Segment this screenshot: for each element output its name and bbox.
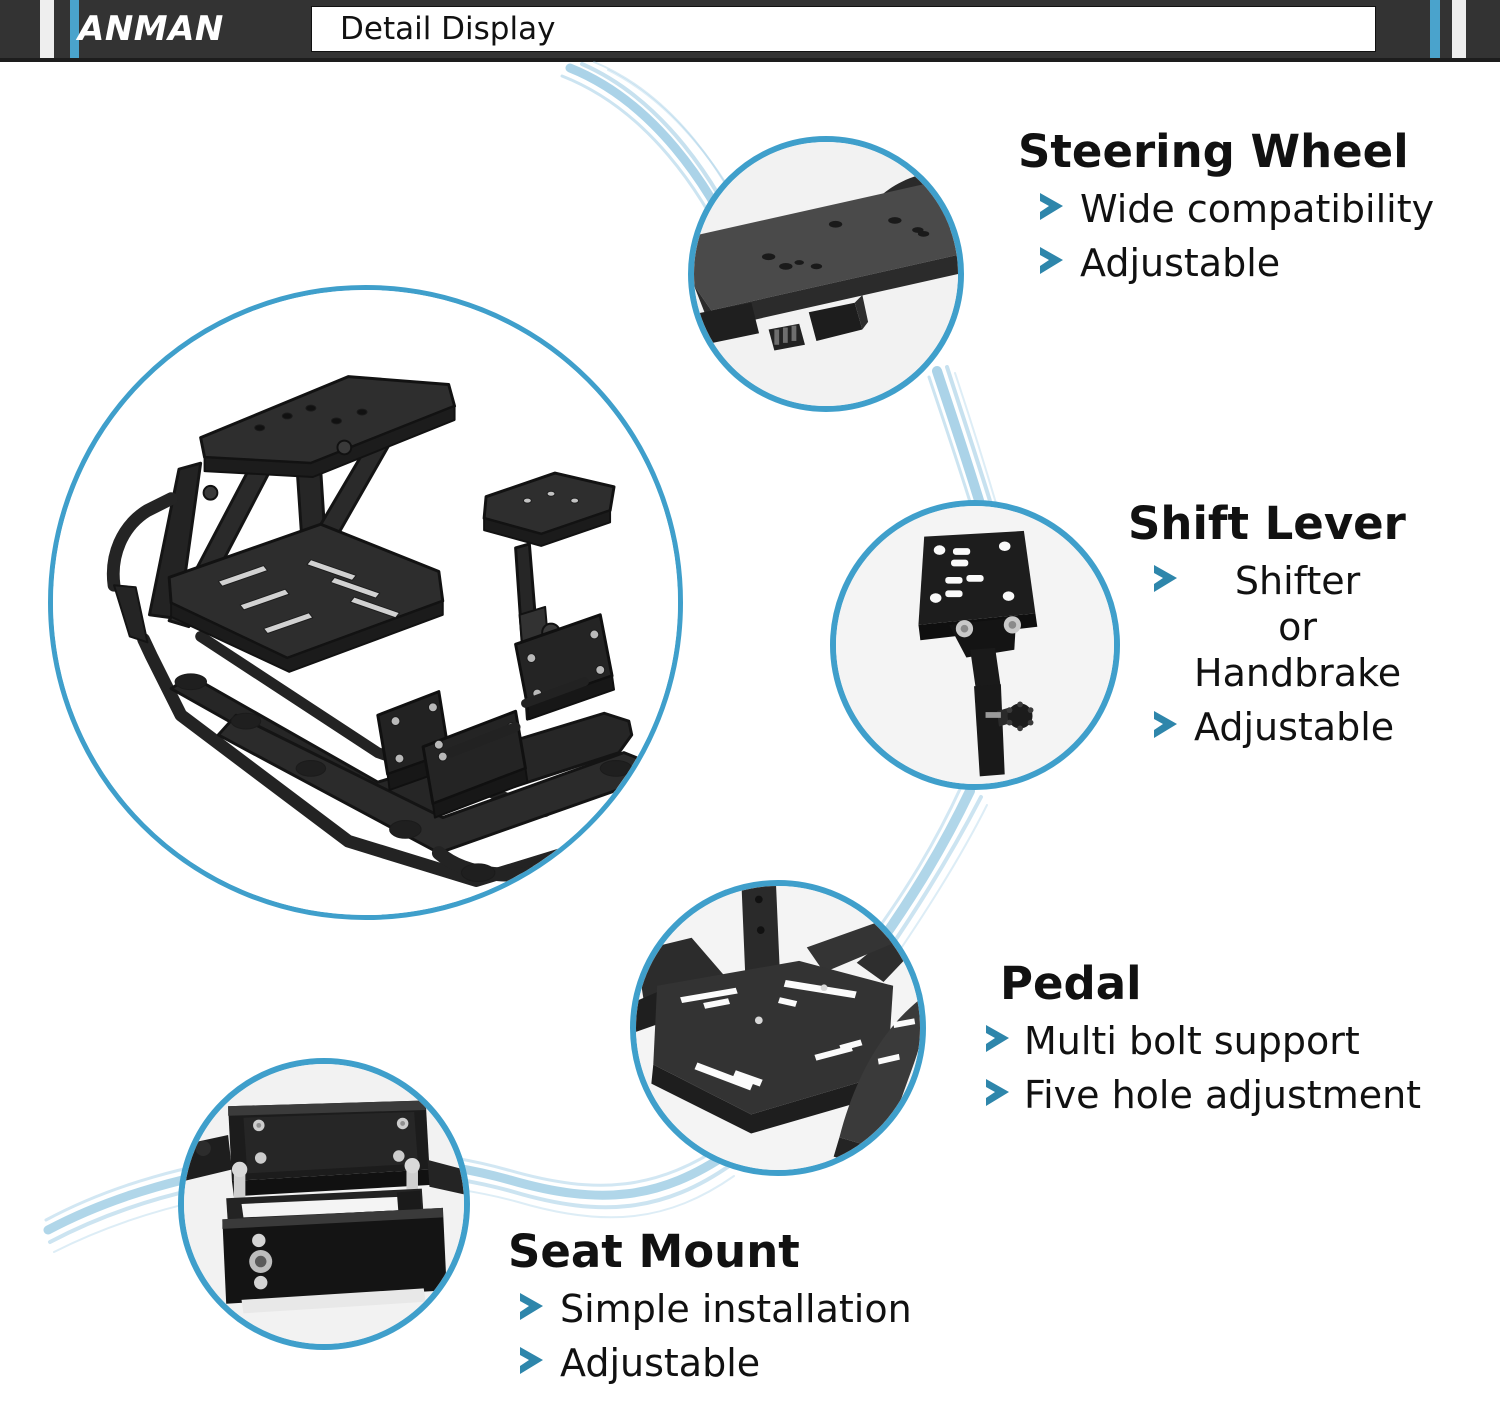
chevron-right-icon (1150, 562, 1184, 606)
feature-bullets-pedal: Multi bolt support Five hole adjustment (982, 1018, 1421, 1118)
bullet-item: Adjustable (516, 1340, 912, 1386)
seat-mount-photo (184, 1064, 464, 1344)
header-stripe-blue-left (70, 0, 79, 58)
feature-shift-lever: Shift Lever Shifter or Handbrake Adjusta… (1128, 498, 1406, 750)
chevron-right-icon (1150, 708, 1184, 752)
feature-pedal: Pedal Multi bolt support Five hole adjus… (986, 957, 1421, 1118)
chevron-right-icon (1036, 244, 1070, 288)
chevron-right-icon (516, 1344, 550, 1388)
page-title: Detail Display (340, 11, 556, 47)
steering-wheel-detail-circle (688, 136, 964, 412)
shift-lever-mount-photo (836, 506, 1114, 784)
shift-lever-detail-circle (830, 500, 1120, 790)
chevron-right-icon (982, 1022, 1016, 1066)
bullet-text: Shifter (1234, 559, 1361, 603)
feature-bullets-seat: Simple installation Adjustable (516, 1286, 912, 1386)
header-stripe-white-right (1452, 0, 1466, 58)
bullet-item: Adjustable (1150, 704, 1406, 750)
header-stripe-blue-right (1430, 0, 1440, 58)
main-product-circle (48, 285, 683, 920)
pedal-detail-circle (630, 880, 926, 1176)
feature-title-shift: Shift Lever (1128, 497, 1406, 550)
bullet-text-group: Shifter or Handbrake (1194, 558, 1401, 696)
chevron-right-icon (1036, 190, 1070, 234)
feature-seat-mount: Seat Mount Simple installation Adjustabl… (508, 1226, 912, 1386)
bullet-text: Wide compatibility (1080, 187, 1435, 231)
bullet-text: Simple installation (560, 1287, 912, 1331)
seat-mount-detail-circle (178, 1058, 470, 1350)
page-header: ANMAN Detail Display (0, 0, 1500, 58)
header-underline (0, 58, 1500, 62)
bullet-item: Multi bolt support (982, 1018, 1421, 1064)
bullet-text: Handbrake (1194, 651, 1402, 695)
title-box: Detail Display (311, 6, 1376, 52)
bullet-item: Wide compatibility (1036, 186, 1434, 232)
bullet-text: Adjustable (560, 1341, 761, 1385)
bullet-item: Shifter or Handbrake (1150, 558, 1406, 696)
steering-wheel-mount-photo (694, 142, 958, 406)
brand-logo: ANMAN (78, 9, 224, 49)
bullet-text: Five hole adjustment (1024, 1073, 1422, 1117)
feature-title-pedal: Pedal (1000, 957, 1142, 1010)
chevron-right-icon (982, 1076, 1016, 1120)
racing-rig-illustration (53, 290, 678, 915)
bullet-item: Five hole adjustment (982, 1072, 1421, 1118)
feature-bullets-shift: Shifter or Handbrake Adjustable (1150, 558, 1406, 750)
chevron-right-icon (516, 1290, 550, 1334)
pedal-plate-photo (636, 886, 920, 1170)
bullet-text: or (1278, 605, 1317, 649)
feature-steering-wheel: Steering Wheel Wide compatibility Adjust… (1018, 126, 1434, 286)
bullet-item: Simple installation (516, 1286, 912, 1332)
bullet-text: Adjustable (1194, 705, 1395, 749)
bullet-text: Adjustable (1080, 241, 1281, 285)
feature-title-seat: Seat Mount (508, 1225, 800, 1278)
feature-bullets-steering: Wide compatibility Adjustable (1036, 186, 1434, 286)
header-stripe-white-left (40, 0, 54, 58)
bullet-text: Multi bolt support (1024, 1019, 1360, 1063)
bullet-item: Adjustable (1036, 240, 1434, 286)
feature-title-steering: Steering Wheel (1018, 125, 1409, 178)
